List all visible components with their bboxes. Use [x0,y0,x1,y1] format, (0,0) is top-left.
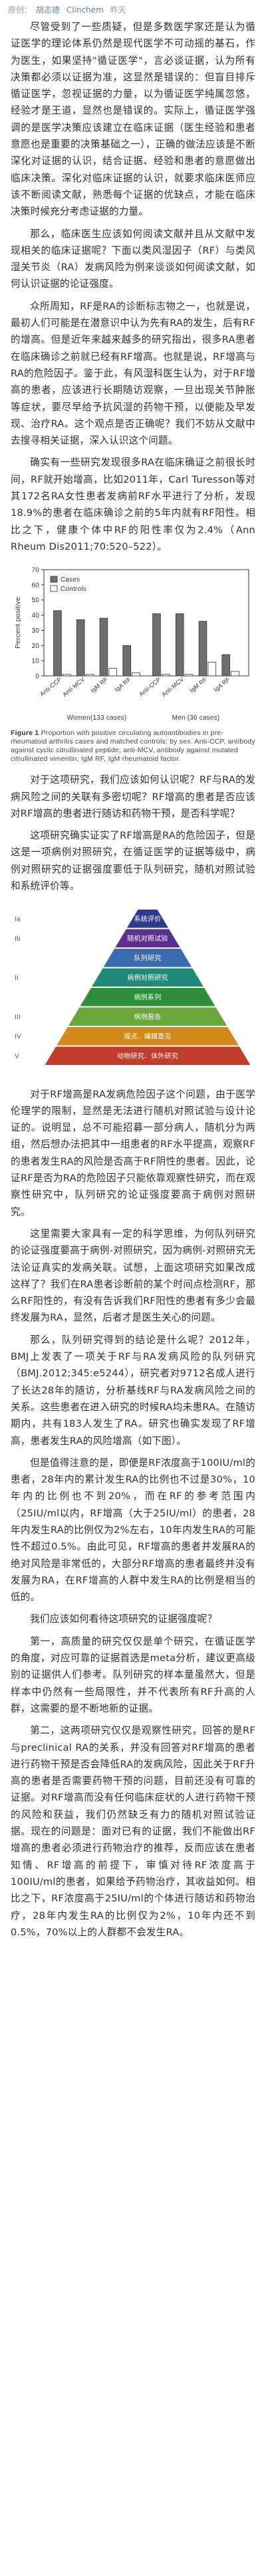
group-label: Men (36 cases) [172,714,220,722]
paragraph-ethics: 对于RF增高是RA发病危险因子这个问题，由于医学伦理学的限制，显然是无法进行随机… [11,1088,255,1218]
x-tick-label: Anti-MCV [61,676,86,698]
pyramid-level-number: V [15,1053,19,1060]
bar-cases [53,610,62,677]
y-tick-label: 50 [31,597,39,604]
bar-cases [198,621,207,677]
pyramid-level-number: III [15,1014,21,1021]
paragraph-topic: 那么，临床医生应该如何阅读文献并且从文献中发现相关的临床证据呢？下面以类风湿因子… [11,228,255,290]
paragraph-absolute-risk: 但是值得注意的是，即便是RF浓度高于100IU/ml的患者，28年内的累计发生R… [11,1457,255,1603]
bar-cases [76,619,85,677]
bar-cases [221,654,231,677]
chart-frame [43,569,249,677]
x-tick-label: IgA RF [113,676,132,693]
pyramid-level [92,968,203,987]
bar-cases [99,617,108,677]
y-tick-label: 20 [31,643,39,650]
bar-controls [62,674,71,677]
pyramid-level [68,1007,227,1026]
paragraph-evidence-question: 我们应该如何看待这项研究的证据强度呢？ [30,1613,217,1625]
paragraph-case-control: 这项研究确实证实了RF增高是RA的危险因子，但是这是一项病例对照研究，在循证医学… [11,830,255,892]
paragraph-point-two: 第二，这两项研究仅仅是观察性研究，回答的是RF与preclinical RA的关… [11,1725,255,1938]
pyramid-level-label: 观点、编辑意见 [124,1032,171,1041]
x-tick-label: IgM RF [188,676,208,694]
y-tick-label: 30 [31,627,39,635]
pyramid-level-label: 病例报告 [134,1012,162,1021]
paragraph-point-one: 第一，高质量的研究仅仅是单个研究，在循证医学的角度，对应可靠的证据首选是meta… [11,1635,255,1714]
figure-1-caption-title: Figure 1 [11,729,39,738]
group-label: Women(133 cases) [67,714,127,722]
legend-label: Cases [61,576,80,584]
x-tick-label: Anti-CCP [39,676,63,698]
bar-controls [231,671,239,677]
figure-1-caption: Figure 1 Proportion with positive circul… [11,729,255,764]
y-tick-label: 10 [31,658,39,665]
bar-controls [85,674,94,677]
paragraph-intro: 尽管受到了一些质疑，但是多数医学家还是认为循证医学的理论体系仍然是现代医学不可动… [11,21,255,218]
legend-swatch [50,585,58,592]
publish-date: 昨天 [110,5,126,15]
article-meta: 原创：胡志德 Clinchem 昨天 [8,4,130,15]
y-tick-label: 60 [31,582,39,590]
x-tick-label: Anti-CCP [138,676,162,698]
bar-cases [122,645,132,677]
pyramid-level-label: 病例系列 [134,993,162,1002]
bar-cases [152,613,161,677]
account-link[interactable]: Clinchem [66,5,104,15]
bar-controls [108,668,118,677]
pyramid-level-number: Ia [15,916,21,924]
author-link[interactable]: 胡志德 [36,5,61,15]
pyramid-level-label: 病例对照研究 [127,973,168,982]
pyramid-level [57,1027,239,1046]
y-tick-label: 0 [35,673,39,681]
x-tick-label: Anti-MCV [160,676,185,698]
pyramid-level-number: II [15,975,19,982]
article-body: 尽管受到了一些质疑，但是多数医学家还是认为循证医学的理论体系仍然是现代医学不可动… [11,19,255,1946]
pyramid-level [115,929,180,948]
paragraph-questions: 对于这项研究，我们应该如何认识呢？RF与RA的发病风险之间的关联有多密切呢？RF… [11,774,255,819]
y-tick-label: 40 [31,612,39,619]
pyramid-level [80,988,215,1006]
bar-controls [132,673,140,677]
paragraph-turesson-study: 确实有一些研究发现很多RA在临床确证之前很长时间，RF就开始增高，比如2011年… [11,457,255,552]
pyramid-level-label: 队列研究 [134,954,162,963]
pyramid-level [103,949,192,967]
x-tick-label: IgM RF [89,676,109,694]
bar-controls [184,674,194,677]
paragraph-cohort-study: 那么，队列研究得到的结论是什么呢？2012年，BMJ上发表了一项关于RF与RA发… [11,1334,255,1447]
legend-label: Controls [61,586,86,593]
pyramid-level [45,1046,251,1066]
y-tick-label: 70 [31,567,39,574]
legend-swatch [50,576,58,583]
bar-controls [161,674,170,677]
evidence-pyramid: 系统评价 Ia 随机对照试验 Ib 队列研究病例对照研究 II 病例系列病例报告 III 观点、… [11,904,255,1075]
paragraph-rf-diagnosis: 众所周知，RF是RA的诊断标志物之一，也就是说，最初人们可能是在潜意识中认为先有… [11,300,255,447]
pyramid-level-number: IV [15,1034,21,1041]
x-tick-label: IgA RF [212,676,231,693]
figure-1-caption-text: Proportion with positive circulating aut… [11,729,255,764]
pyramid-level-label: 动物研究、体外研究 [117,1052,178,1060]
pyramid-level [126,910,169,928]
pyramid-level-label: 系统评价 [134,915,162,924]
pyramid-level-number: Ib [15,935,21,943]
pyramid-level-label: 随机对照试验 [127,934,168,943]
paragraph-scientific-thinking: 这里需要大家具有一定的科学思维，为何队列研究的论证强度要高于病例-对照研究，因为… [11,1228,255,1324]
bar-controls [207,662,217,677]
bar-cases [175,613,184,677]
y-axis-label: Percent positive [14,597,22,649]
source-label: 原创： [8,5,33,15]
